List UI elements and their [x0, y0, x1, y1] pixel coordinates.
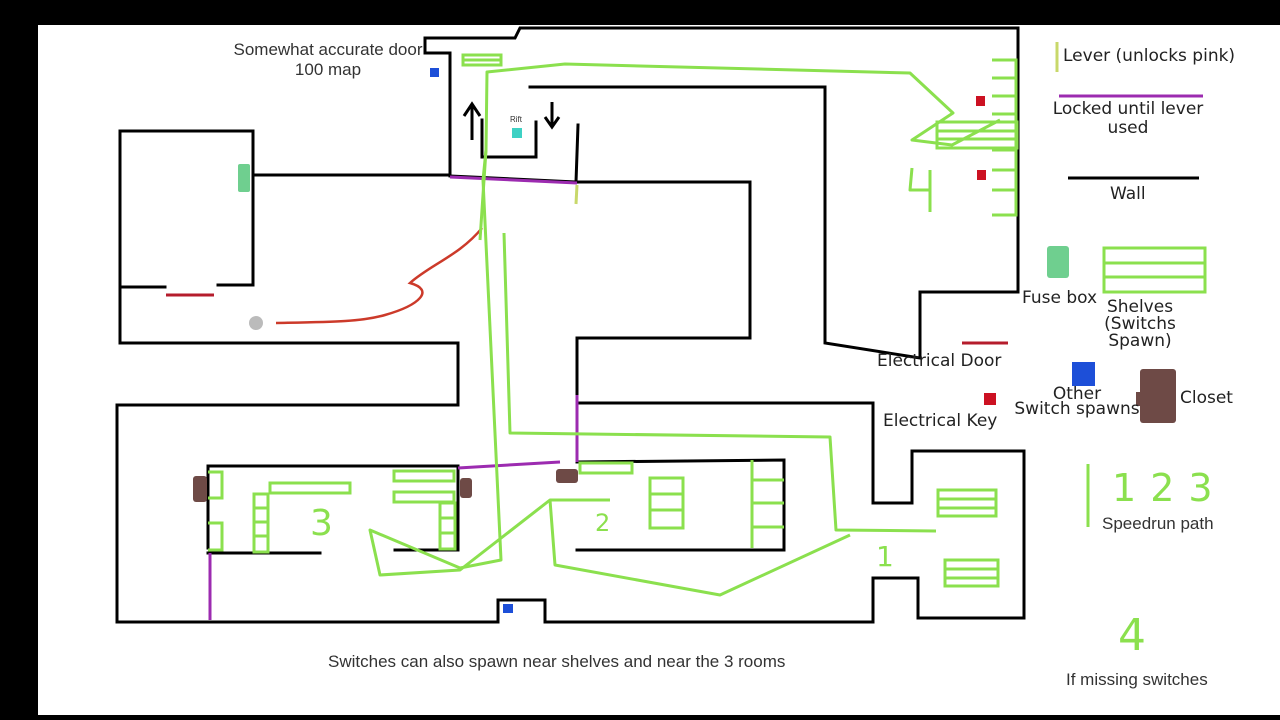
legend-other-line2: Switch spawns	[1014, 399, 1140, 419]
legend-missing-label: If missing switches	[1066, 670, 1208, 689]
legend-closet-label: Closet	[1180, 388, 1233, 408]
legend-shelves-line1: Shelves	[1106, 297, 1174, 317]
other-switch-bottom	[503, 604, 513, 613]
legend-electrical-key-label: Electrical Key	[883, 411, 998, 431]
map-title-line2: 100 map	[294, 60, 362, 79]
rift-marker	[512, 128, 522, 138]
speedrun-symbol-2: 2	[1150, 466, 1189, 510]
shelves	[208, 53, 1019, 588]
red-route	[275, 227, 483, 325]
room-number-2: 2	[595, 509, 611, 537]
room-number-1: 1	[876, 540, 894, 573]
locked-lines	[208, 175, 579, 620]
legend-shelves-line2: (Switchs	[1104, 314, 1176, 334]
lever-mark	[574, 184, 579, 205]
legend-closet	[1140, 369, 1176, 423]
legend-locked-line2: used	[1107, 118, 1149, 138]
legend-lever-label: Lever (unlocks pink)	[1063, 46, 1236, 66]
map-title: Somewhat accurate door 100 map	[208, 40, 448, 80]
legend-wall-label: Wall	[1110, 184, 1146, 204]
speedrun-symbol-3: 3	[1188, 466, 1227, 510]
legend-other-switch-label: Other Switch spawns	[1012, 384, 1142, 419]
legend-other-line1: Other	[1052, 384, 1102, 404]
legend-shelves	[1102, 246, 1207, 294]
electrical-key-2	[977, 170, 986, 180]
legend-fuse-box	[1047, 246, 1069, 278]
legend-speedrun-symbols: 123	[1112, 466, 1227, 510]
electrical-key-1	[976, 96, 985, 106]
footer-note: Switches can also spawn near shelves and…	[328, 652, 786, 671]
other-switch-top	[430, 68, 439, 77]
fuse-box	[238, 164, 250, 192]
speedrun-path	[368, 62, 1001, 597]
legend-fuse-box-label: Fuse box	[1022, 288, 1098, 308]
map-canvas: Somewhat accurate door 100 map Rift 1 2 …	[38, 25, 1280, 715]
closets	[193, 469, 578, 502]
speedrun-symbol-1: 1	[1112, 466, 1151, 510]
map-title-line1: Somewhat accurate door	[233, 40, 423, 59]
direction-arrows	[462, 101, 561, 140]
legend-other-switch	[1072, 362, 1095, 386]
legend-locked-label: Locked until lever used	[1048, 100, 1208, 138]
rift-label: Rift	[510, 115, 522, 124]
legend-missing-symbol: 4	[1118, 610, 1146, 661]
room-number-3: 3	[310, 503, 333, 544]
legend-locked-line1: Locked until lever	[1052, 99, 1204, 119]
legend-shelves-label: Shelves (Switchs Spawn)	[1100, 299, 1180, 350]
legend-graphics	[962, 42, 1207, 527]
legend-electrical-door-label: Electrical Door	[877, 351, 1002, 371]
legend-shelves-line3: Spawn)	[1108, 331, 1172, 351]
grey-marker	[249, 316, 263, 330]
legend-speedrun-label: Speedrun path	[1102, 514, 1214, 533]
walls	[115, 26, 1026, 624]
legend-electrical-key	[984, 393, 996, 405]
map-drawing	[115, 26, 1207, 624]
